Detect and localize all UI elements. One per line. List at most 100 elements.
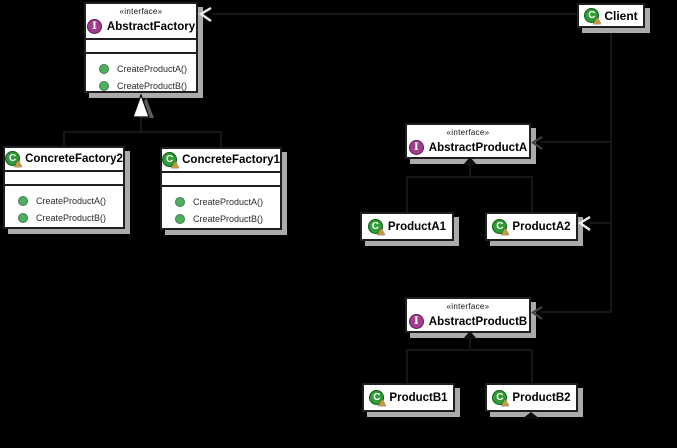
public-method-icon	[99, 80, 109, 91]
class-box-abstractproducta[interactable]: «interface» I AbstractProductA	[405, 123, 531, 159]
class-name: AbstractFactory	[106, 20, 196, 33]
class-box-concretefactory1[interactable]: C ConcreteFactory1 CreateProductA() Crea…	[160, 147, 282, 230]
hollow-triangle-icon	[132, 93, 150, 118]
class-name: Client	[604, 8, 638, 23]
icon-letter: I	[92, 21, 97, 32]
dark-arrowhead-under-abstractproductb[interactable]	[462, 331, 478, 340]
class-icon: C	[5, 151, 23, 167]
class-title-row: I AbstractProductA	[407, 137, 529, 159]
class-box-abstractproductb[interactable]: «interface» I AbstractProductB	[405, 297, 531, 333]
class-box-concretefactory2[interactable]: C ConcreteFactory2 CreateProductA() Crea…	[3, 146, 125, 229]
class-title-row: I AbstractProductB	[407, 311, 529, 333]
interface-icon: I	[408, 140, 424, 155]
class-box-client[interactable]: C Client	[577, 3, 645, 28]
open-arrow-icon	[199, 6, 212, 22]
class-icon: C	[584, 8, 602, 24]
warning-overlay-icon	[593, 17, 602, 24]
method-row: CreateProductB()	[18, 209, 123, 226]
method-row: CreateProductA()	[175, 193, 280, 210]
class-name: ConcreteFactory2	[25, 152, 123, 165]
open-arrowhead-client-to-producta2[interactable]	[578, 215, 593, 232]
methods-compartment: CreateProductA() CreateProductB()	[162, 185, 280, 227]
connector-line[interactable]	[212, 13, 577, 15]
realization-triangle-arrowhead[interactable]	[129, 93, 157, 121]
public-method-icon	[175, 196, 185, 207]
icon-letter: C	[496, 221, 504, 232]
open-arrowhead-client-to-abstractfactory[interactable]	[199, 6, 214, 23]
connector-line[interactable]	[63, 133, 65, 146]
warning-overlay-icon	[376, 228, 385, 235]
method-row: CreateProductA()	[18, 192, 123, 209]
icon-letter: C	[588, 10, 596, 21]
method-label: CreateProductB()	[36, 212, 107, 223]
connector-line[interactable]	[406, 351, 408, 383]
class-box-producta1[interactable]: C ProductA1	[360, 212, 454, 241]
attributes-compartment	[86, 38, 196, 52]
method-label: CreateProductA()	[36, 195, 107, 206]
class-title-row: I AbstractFactory	[86, 16, 196, 38]
icon-letter: I	[413, 142, 419, 153]
warning-overlay-icon	[501, 228, 510, 235]
class-box-productb2[interactable]: C ProductB2	[485, 383, 578, 412]
connector-line[interactable]	[469, 333, 471, 350]
connector-line[interactable]	[590, 222, 610, 224]
connector-line[interactable]	[63, 131, 222, 133]
method-row: CreateProductB()	[99, 77, 196, 94]
open-arrow-icon	[531, 136, 543, 150]
dark-arrowhead-under-productb2[interactable]	[521, 412, 541, 420]
interface-icon: I	[86, 19, 102, 34]
icon-letter: C	[371, 221, 380, 232]
connector-line[interactable]	[540, 141, 610, 143]
warning-overlay-icon	[378, 399, 387, 406]
open-arrow-icon	[578, 215, 591, 231]
connector-line[interactable]	[610, 27, 612, 313]
class-name: ProductA1	[387, 220, 447, 233]
open-arrow-icon	[531, 306, 543, 320]
public-method-icon	[99, 63, 109, 74]
icon-letter: C	[8, 153, 17, 164]
connector-line[interactable]	[531, 178, 533, 212]
icon-letter: C	[165, 154, 174, 165]
icon-letter: C	[496, 392, 504, 403]
class-name: ConcreteFactory1	[182, 153, 280, 166]
methods-compartment: CreateProductA() CreateProductB()	[5, 184, 123, 226]
class-name: ProductB2	[512, 391, 571, 404]
class-box-abstractfactory[interactable]: «interface» I AbstractFactory CreateProd…	[84, 2, 198, 93]
connector-line[interactable]	[406, 176, 533, 178]
method-label: CreateProductB()	[193, 213, 264, 224]
class-icon: C	[369, 390, 387, 406]
warning-overlay-icon	[14, 160, 23, 167]
connector-line[interactable]	[406, 178, 408, 212]
class-icon: C	[492, 219, 510, 235]
methods-compartment: CreateProductA() CreateProductB()	[86, 52, 196, 94]
class-box-producta2[interactable]: C ProductA2	[485, 212, 578, 241]
icon-letter: I	[413, 316, 419, 327]
class-icon: C	[162, 152, 180, 168]
connector-line[interactable]	[140, 117, 142, 132]
connector-line[interactable]	[531, 351, 533, 383]
connector-line[interactable]	[220, 133, 222, 147]
class-name: AbstractProductB	[428, 315, 528, 328]
connector-line[interactable]	[406, 349, 533, 351]
class-box-productb1[interactable]: C ProductB1	[362, 383, 455, 412]
stereotype-label: «interface»	[446, 302, 490, 311]
dark-arrowhead-under-abstractproducta[interactable]	[462, 157, 478, 166]
open-arrowhead-into-abstractproductb[interactable]	[531, 305, 545, 321]
method-row: CreateProductB()	[175, 210, 280, 227]
class-name: AbstractProductA	[428, 141, 528, 154]
attributes-compartment	[5, 170, 123, 184]
class-title-row: C ConcreteFactory1	[162, 149, 280, 171]
stereotype-label: «interface»	[446, 128, 490, 137]
class-name: ProductA2	[512, 220, 571, 233]
connector-line[interactable]	[469, 158, 471, 176]
public-method-icon	[18, 195, 28, 206]
icon-letter: C	[373, 392, 381, 403]
warning-overlay-icon	[171, 161, 180, 168]
class-name: ProductB1	[389, 391, 448, 404]
filled-arrow-icon	[463, 157, 477, 165]
open-arrowhead-into-abstractproducta[interactable]	[531, 135, 545, 151]
class-icon: C	[367, 219, 385, 235]
method-row: CreateProductA()	[99, 60, 196, 77]
connector-line[interactable]	[540, 311, 610, 313]
